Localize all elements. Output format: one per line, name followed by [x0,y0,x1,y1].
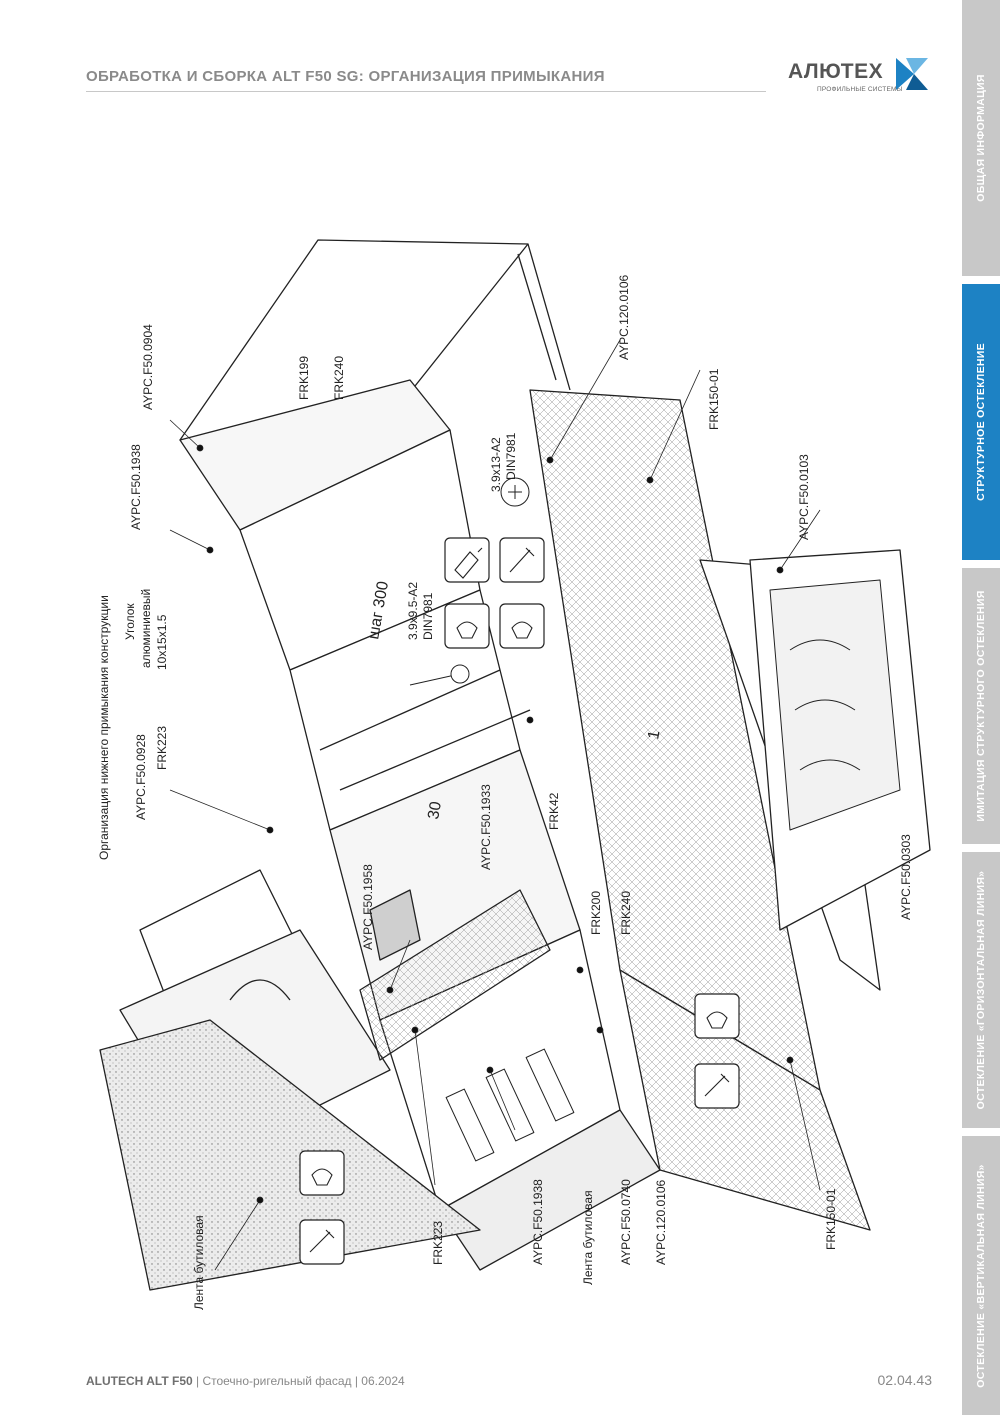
tab-general-info[interactable]: ОБЩАЯ ИНФОРМАЦИЯ [962,0,1000,276]
hand-press-icon-2 [499,603,545,649]
label-aypc-f50-1958: AYPC.F50.1958 [361,864,375,950]
callout-labels: AYPC.F50.0904 AYPC.F50.1938 FRK199 FRK24… [97,275,913,1310]
section-tabs: ОБЩАЯ ИНФОРМАЦИЯ СТРУКТУРНОЕ ОСТЕКЛЕНИЕ … [962,0,1000,1415]
label-frk240-mid: FRK240 [619,891,633,935]
label-aypc-120-0106-top: AYPC.120.0106 [617,275,631,360]
label-frk223-bot: FRK223 [431,1221,445,1265]
label-screw-3-9x9-5: 3.9x9.5-A2 [406,582,420,640]
sealant-gun-icon-3 [299,1219,345,1265]
tab-structural-imitation[interactable]: ИМИТАЦИЯ СТРУКТУРНОГО ОСТЕКЛЕНИЯ [962,568,1000,844]
page-title: ОБРАБОТКА И СБОРКА ALT F50 SG: ОРГАНИЗАЦ… [86,68,605,85]
label-aypc-f50-1938-top: AYPC.F50.1938 [129,444,143,530]
hand-press-icon-3 [694,993,740,1039]
label-frk223-top: FRK223 [155,726,169,770]
label-screw-din-b: DIN7981 [421,592,435,640]
label-frk199: FRK199 [297,356,311,400]
label-aypc-f50-1933: AYPC.F50.1933 [479,784,493,870]
label-frk240-top: FRK240 [332,356,346,400]
hand-press-icon-4 [299,1150,345,1196]
footer-brand: ALUTECH ALT F50 [86,1374,193,1388]
label-aypc-f50-1938-bot: AYPC.F50.1938 [531,1179,545,1265]
logo-text: АЛЮТЕХ [788,60,884,83]
tab-structural-glazing[interactable]: СТРУКТУРНОЕ ОСТЕКЛЕНИЕ [962,284,1000,560]
tab-vertical-line[interactable]: ОСТЕКЛЕНИЕ «ВЕРТИКАЛЬНАЯ ЛИНИЯ» [962,1136,1000,1415]
tool-icons [299,537,740,1265]
label-aypc-f50-0103: AYPC.F50.0103 [797,454,811,540]
label-screw-3-9x13: 3.9x13-A2 [489,437,503,492]
label-ugolok-size: 10x15x1.5 [155,614,169,670]
footer-text: | Стоечно-ригельный фасад | 06.2024 [192,1374,405,1388]
label-ugolok-material: алюминиевый [139,589,153,668]
label-dim-1: 1 [645,729,663,741]
label-butyl-tape-1: Лента бутиловая [192,1215,206,1310]
tab-horizontal-line[interactable]: ОСТЕКЛЕНИЕ «ГОРИЗОНТАЛЬНАЯ ЛИНИЯ» [962,852,1000,1128]
label-aypc-f50-0904: AYPC.F50.0904 [141,324,155,410]
footer: ALUTECH ALT F50 | Стоечно-ригельный фаса… [86,1374,405,1388]
header-divider [86,91,766,92]
label-frk200: FRK200 [589,891,603,935]
label-butyl-tape-2: Лента бутиловая [581,1190,595,1285]
sealant-gun-icon [499,537,545,583]
logo-subtitle: ПРОФИЛЬНЫЕ СИСТЕМЫ [817,86,903,93]
label-aypc-f50-0303: AYPC.F50.0303 [899,834,913,920]
label-screw-din-a: DIN7981 [504,432,518,480]
page-number: 02.04.43 [877,1372,933,1388]
alutech-logo: АЛЮТЕХ ПРОФИЛЬНЫЕ СИСТЕМЫ [788,58,938,98]
label-aypc-120-0106-bot: AYPC.120.0106 [654,1180,668,1265]
logo-mark-icon [896,58,928,90]
label-aypc-f50-0928: AYPC.F50.0928 [134,734,148,820]
label-frk42: FRK42 [547,792,561,830]
label-organization: Организация нижнего примыкания конструкц… [97,595,111,860]
label-dim-30: 30 [425,800,445,821]
label-aypc-f50-0740: AYPC.F50.0740 [619,1179,633,1265]
assembly-drawing: AYPC.F50.0904 AYPC.F50.1938 FRK199 FRK24… [97,239,931,1310]
label-frk150-bot: FRK150-01 [824,1188,838,1250]
label-frk150-top: FRK150-01 [707,368,721,430]
hand-press-icon [444,603,490,649]
label-ugolok: Уголок [123,603,137,640]
drill-icon [444,537,490,583]
sealant-gun-icon-2 [694,1063,740,1109]
